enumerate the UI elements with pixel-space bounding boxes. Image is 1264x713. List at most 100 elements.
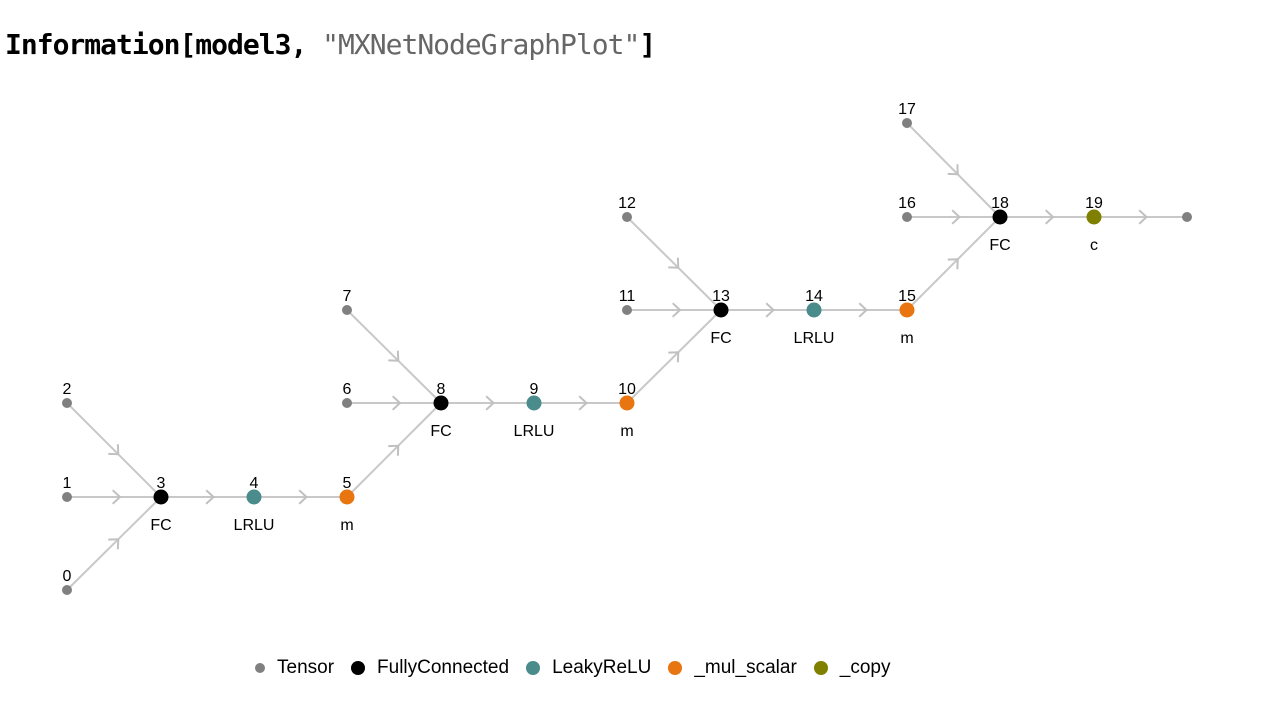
legend-dot-icon <box>813 661 828 675</box>
node-dot[interactable] <box>1182 212 1192 222</box>
node-id-label: 17 <box>898 101 916 118</box>
legend-dot-icon <box>526 661 541 675</box>
legend-item-fullyconnected: FullyConnected <box>351 657 509 679</box>
node-type-label: LRLU <box>514 423 555 440</box>
node-type-label: FC <box>989 237 1010 254</box>
node-dot[interactable] <box>526 395 542 411</box>
node-dot[interactable] <box>902 118 912 128</box>
legend-dot-icon <box>668 661 683 675</box>
legend-dot-icon <box>351 661 366 675</box>
legend-item-leakyrelu: LeakyReLU <box>526 657 651 679</box>
arrowhead-icon <box>298 489 308 505</box>
arrowhead-icon <box>388 444 400 456</box>
node-dot[interactable] <box>622 305 632 315</box>
node-id-label: 8 <box>437 381 446 398</box>
node-dot[interactable] <box>246 489 262 505</box>
node-dot[interactable] <box>806 302 822 318</box>
edge-7-8 <box>346 309 442 404</box>
legend-label: Tensor <box>277 657 335 678</box>
edge-11-13 <box>627 302 721 318</box>
node-dot[interactable] <box>342 305 352 315</box>
graph-node-5[interactable]: 5m <box>339 475 355 534</box>
node-dot[interactable] <box>992 209 1008 225</box>
edge-13-14 <box>721 302 814 318</box>
legend-dot-icon <box>255 663 265 673</box>
node-type-label: m <box>620 423 633 440</box>
edge-15-18 <box>906 216 1001 311</box>
edge-17-18 <box>906 122 1001 218</box>
graph-node-17[interactable]: 17 <box>898 101 916 128</box>
node-type-label: FC <box>430 423 451 440</box>
graph-node-10[interactable]: 10m <box>618 381 636 440</box>
edge-9-10 <box>534 395 627 411</box>
arrowhead-icon <box>668 351 680 363</box>
node-id-label: 11 <box>619 288 636 305</box>
node-dot[interactable] <box>622 212 632 222</box>
graph-node-19[interactable]: 19c <box>1085 195 1103 254</box>
node-dot[interactable] <box>62 492 72 502</box>
edge-1-3 <box>67 489 161 505</box>
node-id-label: 12 <box>618 195 636 212</box>
graph-node-out[interactable] <box>1182 212 1192 222</box>
graph-node-2[interactable]: 2 <box>62 381 72 408</box>
graph-node-3[interactable]: 3FC <box>150 475 171 534</box>
arrowhead-icon <box>1138 209 1148 225</box>
graph-node-15[interactable]: 15 m <box>898 288 916 347</box>
edge-8-9 <box>441 395 534 411</box>
graph-node-12[interactable]: 12 <box>618 195 636 222</box>
legend-label: _copy <box>839 657 891 678</box>
arrowhead-icon <box>951 209 961 225</box>
arrowhead-icon <box>1044 209 1055 225</box>
legend-item-copy: _copy <box>813 657 891 679</box>
node-id-label: 5 <box>343 475 352 492</box>
graph-node-16[interactable]: 16 <box>898 195 916 222</box>
node-dot[interactable] <box>713 302 729 318</box>
legend-item-tensor: Tensor <box>255 657 334 679</box>
node-dot[interactable] <box>619 395 635 411</box>
node-type-label: m <box>900 330 913 347</box>
node-id-label: 14 <box>805 288 823 305</box>
edge-5-8 <box>346 402 442 498</box>
edge-2-3 <box>66 402 162 498</box>
node-dot[interactable] <box>342 398 352 408</box>
graph-node-8[interactable]: 8FC <box>430 381 451 440</box>
arrowhead-icon <box>947 258 959 270</box>
argument: model3 <box>195 28 291 61</box>
node-dot[interactable] <box>899 302 915 318</box>
arrowhead-icon <box>672 302 682 318</box>
graph-node-6[interactable]: 6 <box>342 381 352 408</box>
legend-label: _mul_scalar <box>694 657 797 678</box>
node-dot[interactable] <box>62 398 72 408</box>
arrowhead-icon <box>858 302 868 318</box>
graph-node-0[interactable]: 0 <box>62 568 72 595</box>
arrowhead-icon <box>485 395 495 411</box>
node-id-label: 3 <box>157 475 166 492</box>
node-dot[interactable] <box>433 395 449 411</box>
edge-4-5 <box>254 489 347 505</box>
node-dot[interactable] <box>339 489 355 505</box>
graph-node-7[interactable]: 7 <box>342 288 352 315</box>
graph-node-1[interactable]: 1 <box>62 475 72 502</box>
arrowhead-icon <box>392 395 402 411</box>
node-id-label: 7 <box>343 288 352 305</box>
edge-0-3 <box>66 496 162 591</box>
input-expression[interactable]: Information[model3, "MXNetNodeGraphPlot"… <box>5 28 656 61</box>
node-dot[interactable] <box>153 489 169 505</box>
arrowhead-icon <box>388 350 400 362</box>
arrowhead-icon <box>112 489 122 505</box>
node-dot[interactable] <box>902 212 912 222</box>
node-dot[interactable] <box>62 585 72 595</box>
function-name: Information <box>5 28 180 61</box>
node-id-label: 2 <box>63 381 72 398</box>
graph-node-11[interactable]: 11 <box>619 288 636 315</box>
node-dot[interactable] <box>1086 209 1102 225</box>
node-id-label: 15 <box>898 288 916 305</box>
edge-10-13 <box>626 309 722 404</box>
arrowhead-icon <box>578 395 588 411</box>
